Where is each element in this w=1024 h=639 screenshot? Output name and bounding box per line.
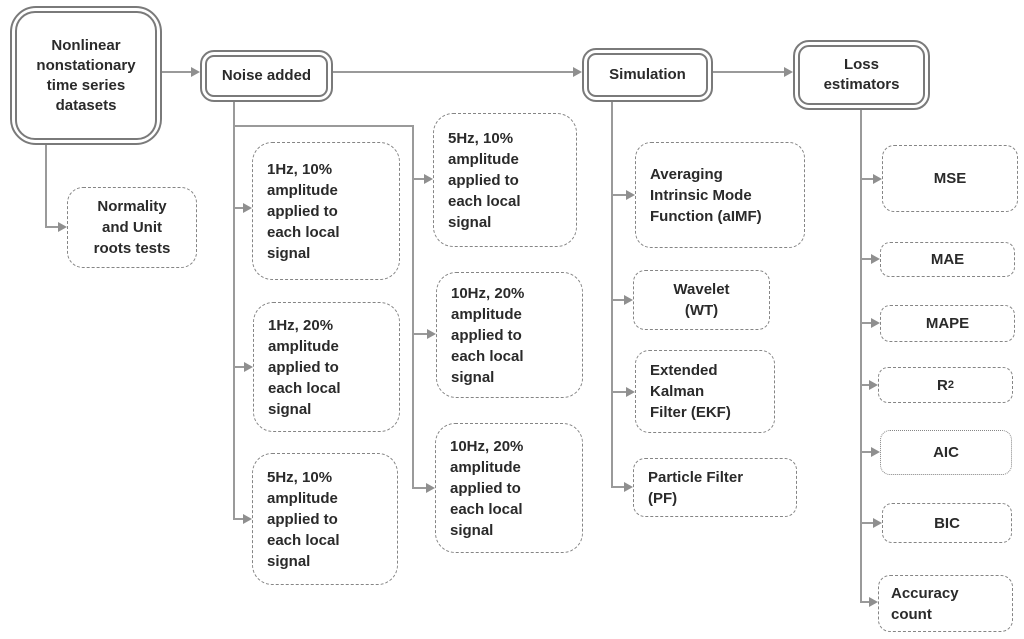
arrowhead-into-mse: [873, 174, 882, 184]
node-particle-filter: Particle Filter (PF): [633, 458, 797, 517]
connector-loss-mse: [860, 178, 875, 180]
arrowhead-into-accuracy: [869, 597, 878, 607]
r-squared-base: R: [937, 376, 948, 394]
arrowhead-noise-c1-1: [243, 203, 252, 213]
node-noise-1hz-10: 1Hz, 10% amplitude applied to each local…: [252, 142, 400, 280]
node-noise-1hz-20: 1Hz, 20% amplitude applied to each local…: [253, 302, 400, 432]
node-normality-tests: Normality and Unit roots tests: [67, 187, 197, 268]
node-noise-10hz-20-a: 10Hz, 20% amplitude applied to each loca…: [436, 272, 583, 398]
node-mse: MSE: [882, 145, 1018, 212]
connector-loss-r2: [860, 384, 872, 386]
node-aic: AIC: [880, 430, 1012, 475]
arrowhead-into-mape: [871, 318, 880, 328]
arrowhead-into-wavelet: [624, 295, 633, 305]
node-aimf: Averaging Intrinsic Mode Function (aIMF): [635, 142, 805, 248]
connector-noise-c2-3: [412, 487, 428, 489]
arrowhead-into-mae: [871, 254, 880, 264]
connector-noise-c1-2: [233, 366, 246, 368]
connector-simulation-trunk: [611, 102, 613, 488]
arrowhead-into-normality: [58, 222, 67, 232]
arrowhead-into-aimf: [626, 190, 635, 200]
node-noise-10hz-20-b: 10Hz, 20% amplitude applied to each loca…: [435, 423, 583, 553]
arrowhead-into-ekf: [626, 387, 635, 397]
node-simulation: Simulation: [582, 48, 713, 102]
arrowhead-into-pf: [624, 482, 633, 492]
arrowhead-into-noise: [191, 67, 200, 77]
node-loss-estimators: Loss estimators: [793, 40, 930, 110]
node-ekf: Extended Kalman Filter (EKF): [635, 350, 775, 433]
node-noise-5hz-10-right: 5Hz, 10% amplitude applied to each local…: [433, 113, 577, 247]
arrowhead-noise-c1-2: [244, 362, 253, 372]
connector-noise-trunk: [233, 102, 235, 520]
connector-loss-mae: [860, 258, 873, 260]
arrowhead-noise-c2-3: [426, 483, 435, 493]
connector-simulation-loss: [713, 71, 787, 73]
node-noise-5hz-10-left: 5Hz, 10% amplitude applied to each local…: [252, 453, 398, 585]
node-noise-added-label: Noise added: [205, 55, 328, 97]
arrowhead-into-loss: [784, 67, 793, 77]
node-mape: MAPE: [880, 305, 1015, 342]
connector-datasets-noise: [162, 71, 194, 73]
connector-datasets-normality: [45, 226, 60, 228]
arrowhead-noise-c2-1: [424, 174, 433, 184]
node-simulation-label: Simulation: [587, 53, 708, 97]
connector-noise-c2-1: [412, 178, 426, 180]
node-datasets-label: Nonlinear nonstationary time series data…: [15, 11, 157, 140]
connector-loss-accuracy: [860, 601, 872, 603]
node-wavelet: Wavelet (WT): [633, 270, 770, 330]
connector-datasets-down: [45, 145, 47, 228]
arrowhead-into-simulation: [573, 67, 582, 77]
node-noise-added: Noise added: [200, 50, 333, 102]
connector-noise-c1-3: [233, 518, 245, 520]
arrowhead-into-r2: [869, 380, 878, 390]
connector-noise-simulation: [333, 71, 576, 73]
connector-noise-crossbar: [233, 125, 414, 127]
connector-noise-subtrunk: [412, 125, 414, 489]
arrowhead-noise-c2-2: [427, 329, 436, 339]
connector-noise-c1-1: [233, 207, 245, 209]
connector-loss-bic: [860, 522, 875, 524]
arrowhead-noise-c1-3: [243, 514, 252, 524]
connector-loss-mape: [860, 322, 873, 324]
connector-sim-aimf: [611, 194, 628, 196]
arrowhead-into-aic: [871, 447, 880, 457]
node-mae: MAE: [880, 242, 1015, 277]
node-bic: BIC: [882, 503, 1012, 543]
connector-loss-trunk: [860, 110, 862, 603]
node-loss-estimators-label: Loss estimators: [798, 45, 925, 105]
connector-noise-c2-2: [412, 333, 429, 335]
node-datasets: Nonlinear nonstationary time series data…: [10, 6, 162, 145]
connector-sim-wavelet: [611, 299, 626, 301]
connector-sim-ekf: [611, 391, 628, 393]
connector-sim-pf: [611, 486, 626, 488]
node-accuracy-count: Accuracy count: [878, 575, 1013, 632]
arrowhead-into-bic: [873, 518, 882, 528]
connector-loss-aic: [860, 451, 873, 453]
